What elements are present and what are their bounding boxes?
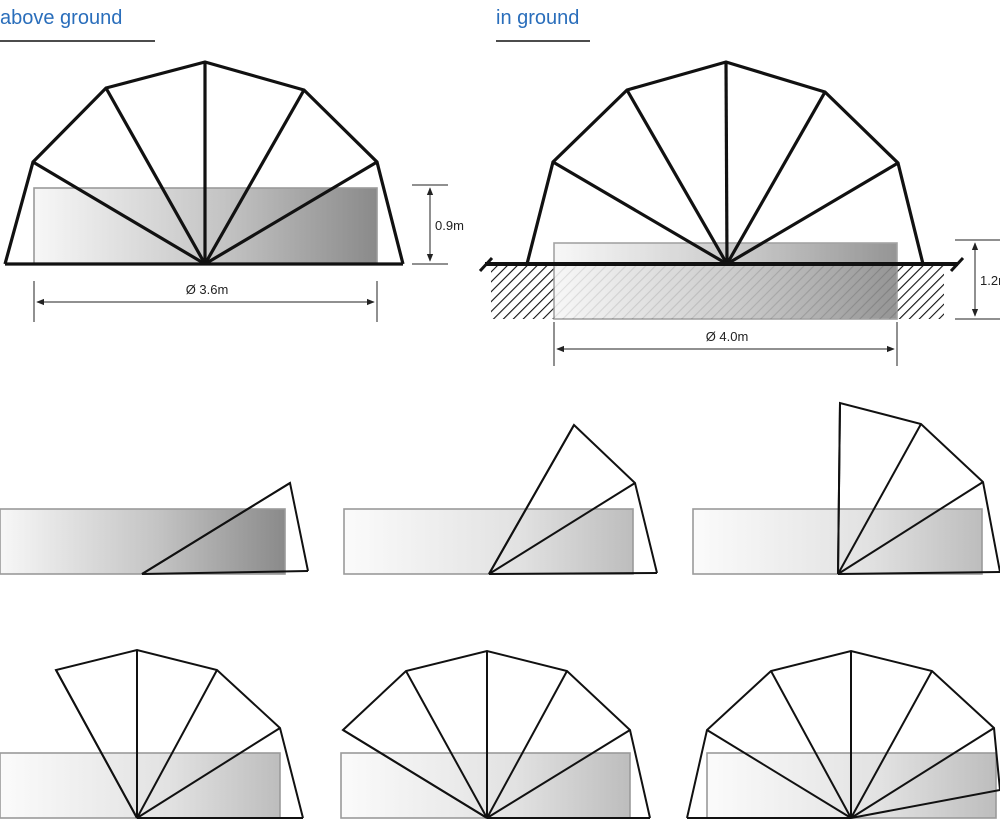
stage-1-frame-rib-1 xyxy=(141,482,291,575)
above-ground-diameter-label: Ø 3.6m xyxy=(186,282,229,297)
stage-6-frame-rib-5 xyxy=(850,727,995,819)
stage-4-frame-rib-1 xyxy=(55,669,138,819)
above-ground-diameter-dimension: Ø 3.6m xyxy=(33,281,378,322)
stage-6-frame xyxy=(686,649,1000,819)
heading-above-ground: above ground xyxy=(0,7,155,42)
opening-sequence xyxy=(0,401,1000,819)
ag-frame-rib-1 xyxy=(32,160,206,266)
stage-3-frame-rib-2 xyxy=(837,423,922,575)
heading-in-ground-text: in ground xyxy=(496,7,579,29)
above-ground-enclosure: 0.9m Ø 3.6m xyxy=(3,60,464,322)
in-ground-frame xyxy=(525,60,925,266)
ig-frame-rib-4 xyxy=(725,91,827,265)
stage-4-frame-rib-3 xyxy=(136,669,218,819)
stage-2-frame-rib-1 xyxy=(488,424,575,575)
stage-4-pool xyxy=(0,752,281,819)
stage-5 xyxy=(340,649,651,819)
in-ground-enclosure: 1.2m Ø 4.0m xyxy=(478,60,1000,366)
stage-1-frame-rib-2 xyxy=(141,570,309,575)
ig-frame-rib-1 xyxy=(552,160,728,266)
stage-3 xyxy=(692,401,1000,575)
stage-3-frame-rib-1 xyxy=(837,402,841,575)
stage-6-frame-rib-4 xyxy=(850,670,933,819)
in-ground-height-label: 1.2m xyxy=(980,273,1000,288)
stage-4 xyxy=(0,648,304,819)
stage-5-pool xyxy=(340,752,631,819)
stage-5-frame-rib-4 xyxy=(486,670,568,819)
above-ground-height-label: 0.9m xyxy=(435,218,464,233)
in-ground-height-dimension: 1.2m xyxy=(955,239,1000,320)
stage-5-frame-rib-5 xyxy=(486,729,631,819)
stage-2-frame xyxy=(488,423,658,575)
stage-1-frame xyxy=(141,481,309,575)
ag-frame-rib-4 xyxy=(203,89,306,265)
stage-6-frame-rib-2 xyxy=(770,670,852,819)
stage-4-frame-rib-4 xyxy=(136,727,281,819)
stage-5-frame xyxy=(341,649,651,819)
heading-above-ground-text: above ground xyxy=(0,7,122,29)
above-ground-height-dimension: 0.9m xyxy=(412,184,464,265)
ig-frame-rib-2 xyxy=(625,89,729,265)
stage-2-frame-rib-3 xyxy=(488,572,658,575)
ag-frame-rib-2 xyxy=(104,87,207,265)
ground-line-end-right xyxy=(949,256,965,273)
heading-in-ground: in ground xyxy=(496,7,590,42)
stage-2 xyxy=(343,423,658,575)
stage-5-frame-rib-2 xyxy=(405,670,488,819)
stage-3-frame xyxy=(837,401,1000,575)
stage-5-frame-rib-1 xyxy=(342,729,488,819)
stage-6-frame-rib-6 xyxy=(850,789,1000,819)
stage-3-frame-rib-3 xyxy=(837,481,984,575)
stage-3-frame-rib-4 xyxy=(837,571,1000,575)
stage-6 xyxy=(686,649,1000,819)
stage-4-frame xyxy=(54,648,304,819)
ag-frame-rib-5 xyxy=(204,160,378,266)
ig-frame-rib-5 xyxy=(726,161,899,266)
stage-2-frame-rib-2 xyxy=(488,482,636,575)
in-ground-diameter-label: Ø 4.0m xyxy=(706,329,749,344)
stage-2-pool xyxy=(343,508,634,575)
stage-6-frame-rib-1 xyxy=(706,729,852,819)
in-ground-diameter-dimension: Ø 4.0m xyxy=(553,322,898,366)
stage-1-pool xyxy=(0,508,286,575)
ig-frame-rib-3 xyxy=(724,61,729,265)
stage-1 xyxy=(0,481,309,575)
ground-line-end-left xyxy=(478,256,494,273)
